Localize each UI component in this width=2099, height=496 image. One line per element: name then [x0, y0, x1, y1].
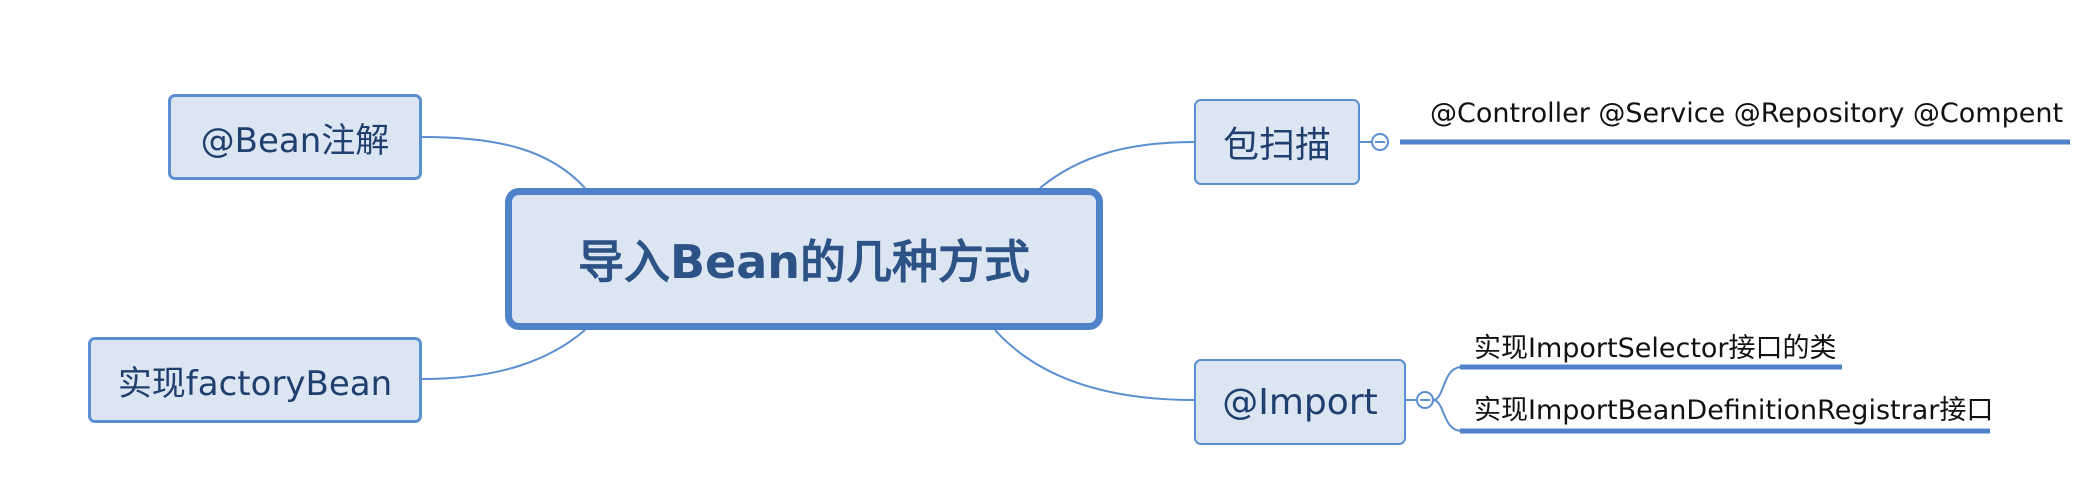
topic-package-scan[interactable]: 包扫描 — [1194, 99, 1360, 185]
central-topic-label: 导入Bean的几种方式 — [577, 235, 1031, 289]
topic-bean-annotation[interactable]: @Bean注解 — [168, 94, 422, 180]
subtopic-scan-annotations[interactable]: @Controller @Service @Repository @Compen… — [1430, 98, 2064, 129]
minus-circle-icon[interactable] — [1371, 133, 1389, 151]
edge-factory — [421, 329, 586, 380]
edge-import-leaf1 — [1432, 366, 1463, 401]
subtopic-import-selector[interactable]: 实现ImportSelector接口的类 — [1474, 333, 1837, 364]
topic-factory-bean[interactable]: 实现factoryBean — [88, 337, 422, 423]
edge-import-leaf2 — [1432, 399, 1463, 432]
minus-circle-icon[interactable] — [1416, 391, 1434, 409]
edge-scan — [1039, 141, 1195, 189]
topic-bean-annotation-label: @Bean注解 — [200, 120, 390, 161]
topic-factory-bean-label: 实现factoryBean — [117, 363, 393, 404]
topic-import-label: @Import — [1222, 381, 1378, 423]
topic-package-scan-label: 包扫描 — [1222, 125, 1331, 166]
central-topic[interactable]: 导入Bean的几种方式 — [505, 188, 1103, 330]
topic-import[interactable]: @Import — [1194, 359, 1406, 445]
edge-import — [994, 329, 1195, 401]
subtopic-import-registrar[interactable]: 实现ImportBeanDefinitionRegistrar接口 — [1474, 395, 1994, 426]
edge-bean — [421, 136, 586, 189]
